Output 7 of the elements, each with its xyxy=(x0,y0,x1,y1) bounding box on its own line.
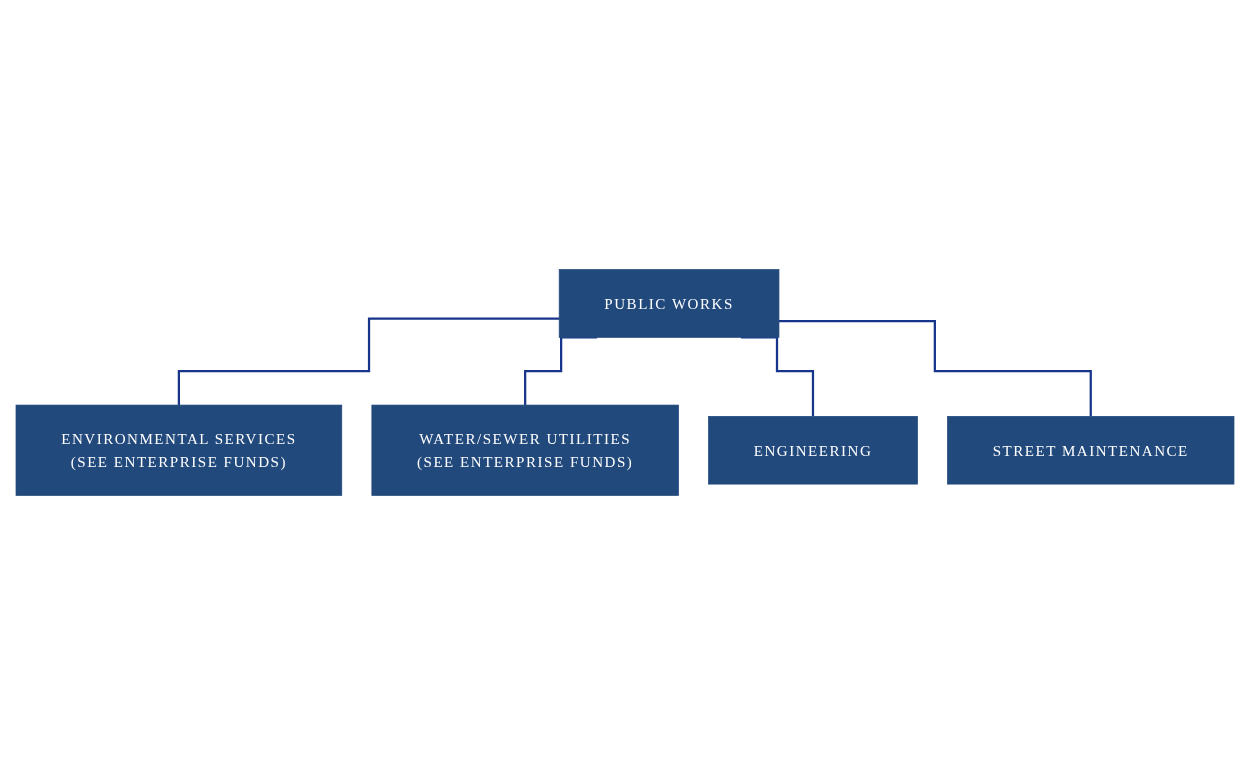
connector xyxy=(778,320,1092,418)
node-box: PUBLIC WORKS xyxy=(558,269,780,338)
node-box: STREET MAINTENANCE xyxy=(947,416,1235,485)
node-box: ENGINEERING xyxy=(708,416,918,485)
node-box: WATER/SEWER UTILITIES (SEE ENTERPRISE FUNDS) xyxy=(371,404,679,496)
connector xyxy=(177,317,560,407)
node-box: ENVIRONMENTAL SERVICES (SEE ENTERPRISE FUNDS) xyxy=(15,404,343,496)
